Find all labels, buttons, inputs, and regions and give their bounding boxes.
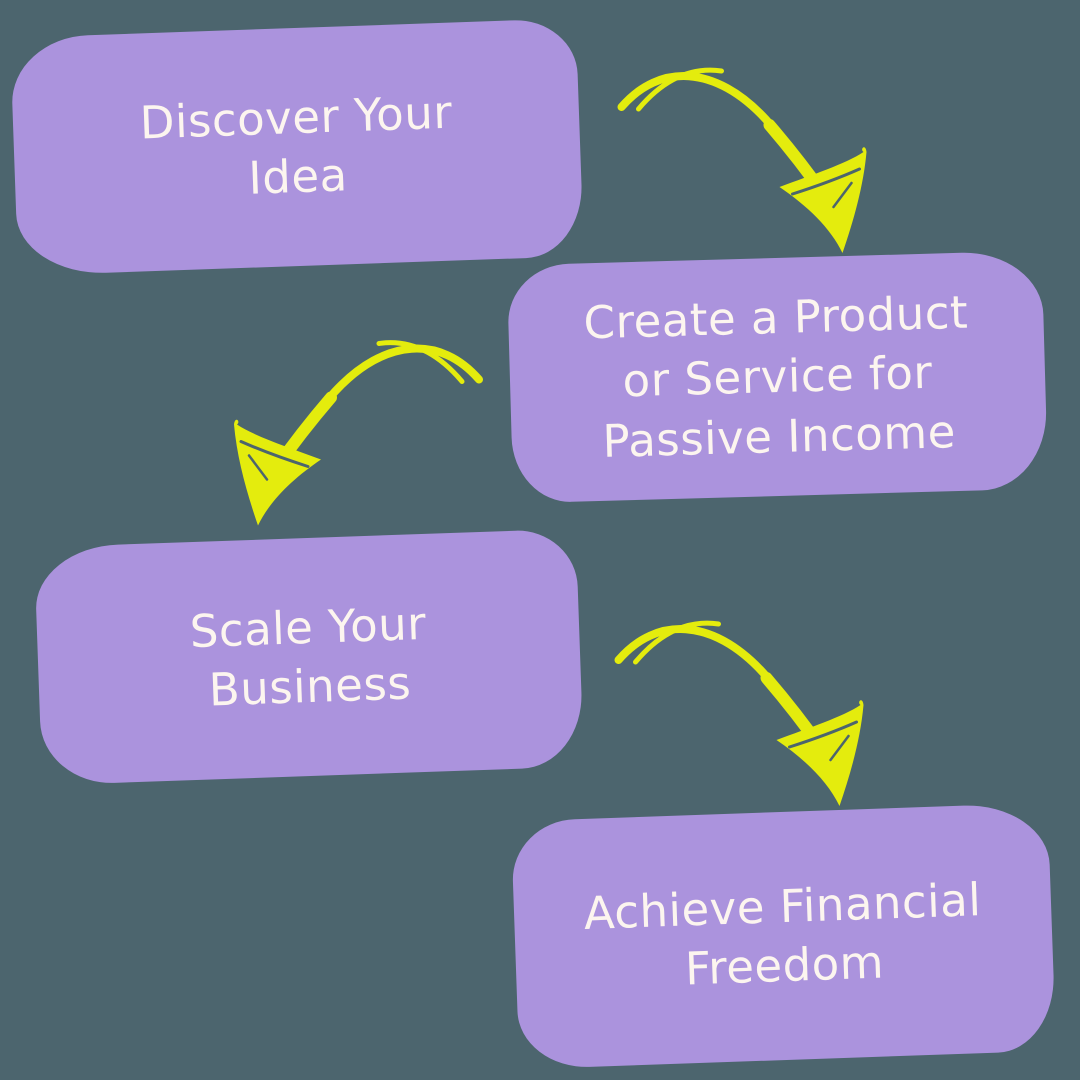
step-label-line: Passive Income	[601, 404, 957, 468]
step-box-create-product: Create a Product or Service for Passive …	[506, 250, 1049, 504]
step-label: Create a Product or Service for Passive …	[583, 283, 972, 472]
step-box-discover-idea: Discover Your Idea	[10, 18, 584, 276]
step-label-line: or Service for	[621, 345, 934, 408]
step-label-line: Idea	[247, 148, 349, 205]
step-label-line: Business	[207, 656, 413, 717]
curved-arrow-down-right-icon	[592, 598, 867, 813]
step-label-line: Discover Your	[138, 85, 454, 150]
step-label-line: Scale Your	[188, 596, 428, 658]
step-label: Discover Your Idea	[139, 82, 456, 212]
step-label: Achieve Financial Freedom	[583, 870, 985, 1003]
step-box-scale-business: Scale Your Business	[34, 528, 584, 786]
step-label: Scale Your Business	[189, 594, 429, 721]
step-label-line: Create a Product	[582, 285, 969, 350]
curved-arrow-down-right-icon	[595, 45, 870, 260]
curved-arrow-down-left-icon	[233, 315, 503, 535]
step-box-achieve-freedom: Achieve Financial Freedom	[510, 802, 1057, 1070]
